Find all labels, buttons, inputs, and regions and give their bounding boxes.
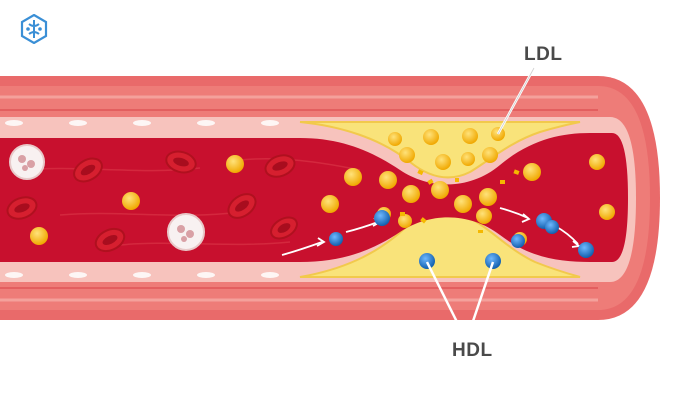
red-blood-cell (94, 227, 126, 253)
ldl-particle (423, 129, 439, 145)
ldl-particles (30, 127, 615, 246)
hdl-particle (419, 253, 435, 269)
hdl-label: HDL (452, 340, 493, 361)
ldl-particle (399, 147, 415, 163)
white-blood-cell (9, 144, 45, 180)
ldl-particle (388, 132, 402, 146)
medical-logo-icon (20, 14, 48, 44)
ldl-particle (479, 188, 497, 206)
blood-lumen (0, 133, 628, 262)
ldl-particle (589, 154, 605, 170)
hdl-particle (578, 242, 594, 258)
ldl-particle (461, 152, 475, 166)
ldl-particle (523, 163, 541, 181)
ldl-particle (482, 147, 498, 163)
ldl-particle (226, 155, 244, 173)
hdl-particle (374, 210, 390, 226)
hdl-particle (329, 232, 343, 246)
ldl-label: LDL (524, 44, 563, 65)
red-blood-cell (6, 196, 38, 220)
ldl-particle (435, 154, 451, 170)
white-blood-cells (9, 144, 205, 251)
red-blood-cells (6, 150, 298, 253)
ldl-particle (122, 192, 140, 210)
red-blood-cell (165, 150, 197, 174)
red-blood-cell (264, 154, 296, 178)
plaque-top (299, 121, 581, 179)
ldl-particle (462, 128, 478, 144)
ldl-particle (344, 168, 362, 186)
ldl-particle (402, 185, 420, 203)
ldl-particle (30, 227, 48, 245)
white-blood-cell (167, 213, 205, 251)
ldl-particle (431, 181, 449, 199)
ldl-particle (599, 204, 615, 220)
red-blood-cell (73, 157, 103, 183)
ldl-particle (379, 171, 397, 189)
hdl-particle (545, 220, 559, 234)
red-blood-cell (270, 216, 298, 240)
ldl-particle (398, 214, 412, 228)
hdl-particle (485, 253, 501, 269)
callout-lines-outline (497, 67, 535, 135)
red-blood-cell (227, 193, 257, 219)
hdl-particles (329, 210, 594, 269)
hdl-particle (511, 234, 525, 248)
ldl-particle (454, 195, 472, 213)
ldl-particle (476, 208, 492, 224)
ldl-fragments (400, 169, 520, 233)
ldl-particle (321, 195, 339, 213)
